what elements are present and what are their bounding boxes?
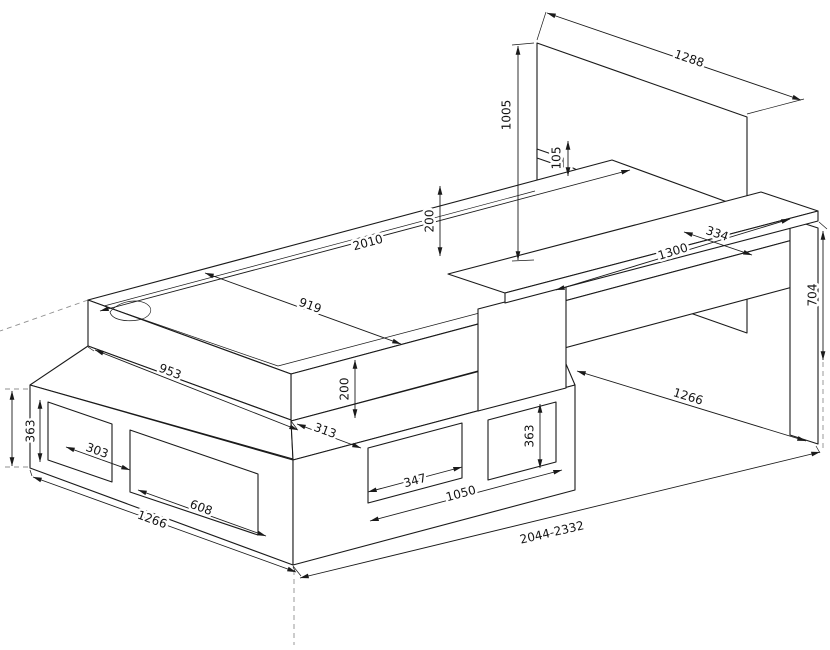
dimension-total-length — [299, 451, 821, 579]
dimension-desk-underside-width — [576, 370, 807, 442]
dim-label-cubby-left-height: 363 — [24, 420, 38, 443]
construction-line — [0, 299, 89, 332]
desk-side-support — [789, 218, 819, 445]
dimension-cubby-left-small-width — [65, 446, 131, 471]
dimension-bed-inner-length — [99, 169, 631, 312]
dimension-lines — [9, 12, 826, 579]
extension-line — [818, 221, 828, 230]
extension-line — [87, 346, 95, 352]
dimension-headboard-width — [546, 12, 802, 101]
dimension-base-end-width — [32, 476, 297, 573]
dim-label-rail-depth: 200 — [423, 210, 437, 233]
dimension-ledge-depth — [296, 423, 362, 449]
extension-lines — [29, 11, 828, 577]
hook-rail — [536, 148, 564, 168]
dim-label-desk-underside-width: 1266 — [671, 385, 704, 407]
extension-line — [29, 469, 33, 477]
dim-label-hook-drop: 105 — [550, 147, 564, 170]
dimension-desk-length — [555, 218, 791, 291]
extension-line — [511, 42, 535, 46]
dim-label-frame-front-height: 200 — [338, 378, 352, 401]
dim-label-headboard-width: 1288 — [672, 47, 705, 70]
construction-lines — [0, 299, 824, 645]
dim-label-cubby-front-height: 363 — [523, 425, 537, 448]
dimension-bed-end-width — [94, 349, 299, 431]
dimension-desk-depth — [683, 231, 753, 256]
extension-line — [536, 11, 547, 41]
extension-line — [746, 98, 805, 115]
dim-label-desk-height: 704 — [806, 284, 820, 307]
dim-label-headboard-height: 1005 — [500, 100, 514, 131]
dimension-bed-inner-width — [204, 272, 402, 345]
